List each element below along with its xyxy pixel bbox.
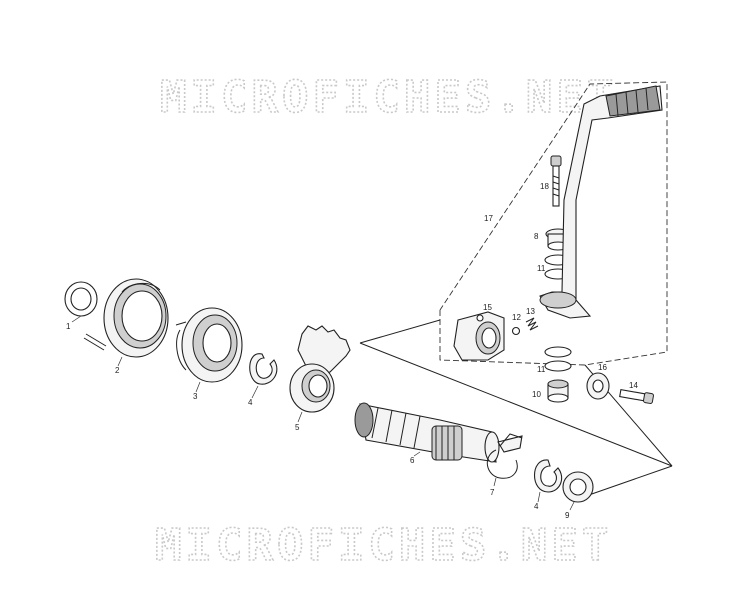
callout-4-left: 4 [248, 398, 253, 407]
callout-1: 1 [66, 322, 71, 331]
callout-6: 6 [410, 456, 415, 465]
assembly-outline [439, 81, 668, 366]
callout-15: 15 [483, 303, 492, 312]
part-5-quadrant-gear [289, 325, 351, 413]
callout-16: 16 [598, 363, 607, 372]
part-15-housing [453, 311, 505, 361]
part-18-bolt [550, 155, 562, 207]
part-16-spacer [586, 372, 610, 400]
callout-3: 3 [193, 392, 198, 401]
watermark-top: MICROFICHES.NET [160, 72, 617, 123]
callout-17: 17 [484, 214, 493, 223]
part-4-circlip-left [249, 353, 278, 385]
callout-2: 2 [115, 366, 120, 375]
callout-9: 9 [565, 511, 570, 520]
part-13-spring [525, 317, 539, 331]
watermark-bottom: MICROFICHES.NET [155, 520, 612, 571]
kick-lever [539, 85, 663, 319]
part-6-shaft [354, 402, 500, 463]
part-2-seal [83, 278, 169, 358]
part-3-bush [175, 307, 243, 383]
part-12-ball [511, 326, 521, 336]
part-10-nut [547, 379, 569, 403]
part-14-bolt [619, 388, 654, 404]
part-11-orings-lower [544, 346, 572, 372]
callout-18: 18 [540, 182, 549, 191]
callout-7: 7 [490, 488, 495, 497]
part-9-washer [562, 471, 594, 503]
callout-14: 14 [629, 381, 638, 390]
callout-5: 5 [295, 423, 300, 432]
part-7-spring [486, 433, 523, 479]
callout-12: 12 [512, 313, 521, 322]
callout-4-right: 4 [534, 502, 539, 511]
callout-11-upper: 11 [537, 264, 546, 273]
callout-10: 10 [532, 390, 541, 399]
part-1-washer [64, 281, 98, 317]
callout-8: 8 [534, 232, 539, 241]
part-4-circlip-right [534, 459, 563, 493]
callout-13: 13 [526, 307, 535, 316]
callout-11-lower: 11 [537, 365, 546, 374]
